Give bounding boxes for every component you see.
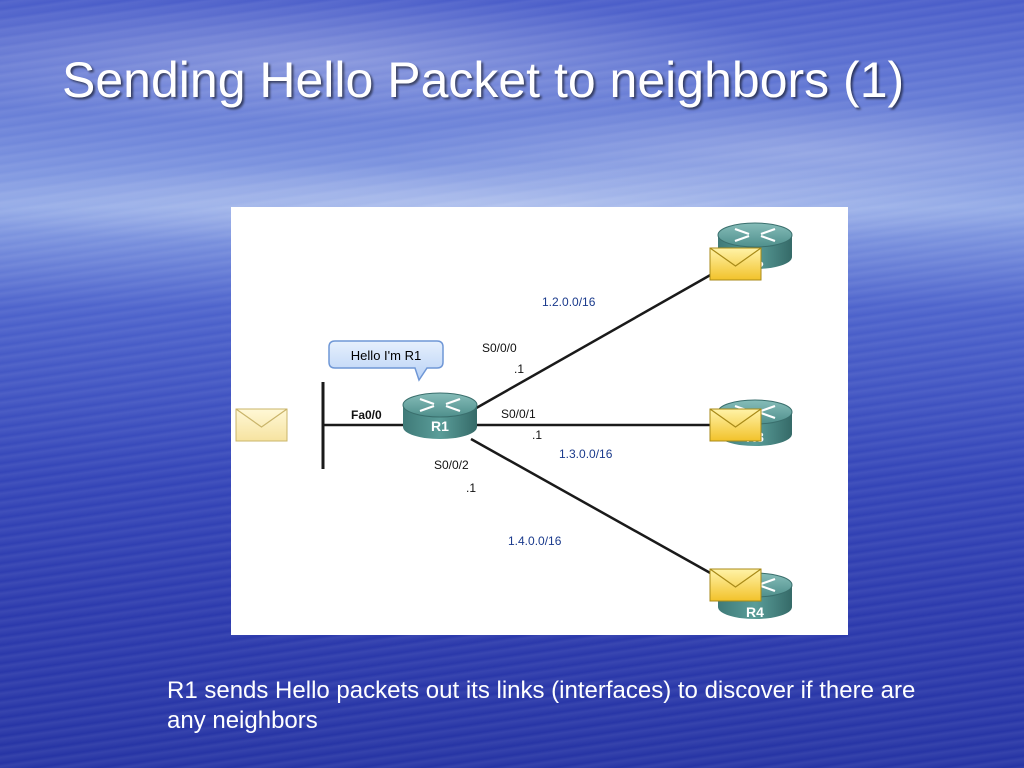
router-r1: R1 bbox=[402, 392, 478, 439]
interface-host-s002: .1 bbox=[466, 481, 476, 495]
serial-link-r1-r4 bbox=[470, 437, 722, 581]
hello-packet-envelope-icon bbox=[709, 568, 762, 602]
interface-label-s001: S0/0/1 bbox=[501, 407, 536, 421]
interface-label-s002: S0/0/2 bbox=[434, 458, 469, 472]
interface-host-s001: .1 bbox=[532, 428, 542, 442]
serial-link-r1-r2 bbox=[470, 267, 722, 413]
router-arrows-icon bbox=[419, 397, 461, 413]
router-arrows-icon bbox=[734, 227, 776, 243]
interface-label-fa00: Fa0/0 bbox=[351, 408, 382, 422]
network-label-1-3: 1.3.0.0/16 bbox=[559, 447, 613, 461]
slide-title: Sending Hello Packet to neighbors (1) bbox=[62, 52, 905, 108]
interface-host-s000: .1 bbox=[514, 362, 524, 376]
router-label-r4: R4 bbox=[746, 604, 764, 620]
hello-packet-envelope-icon bbox=[709, 408, 762, 442]
network-label-1-2: 1.2.0.0/16 bbox=[542, 295, 596, 309]
slide-caption: R1 sends Hello packets out its links (in… bbox=[167, 677, 916, 734]
network-label-1-4: 1.4.0.0/16 bbox=[508, 534, 562, 548]
router-label-r1: R1 bbox=[431, 418, 449, 434]
callout-text: Hello I'm R1 bbox=[351, 348, 421, 363]
hello-callout-bubble: Hello I'm R1 bbox=[328, 340, 444, 382]
ospf-topology-diagram: R1 R2 R3 bbox=[231, 207, 848, 635]
interface-label-s000: S0/0/0 bbox=[482, 341, 517, 355]
hello-packet-envelope-icon bbox=[709, 247, 762, 281]
hello-packet-envelope-icon bbox=[235, 408, 288, 442]
